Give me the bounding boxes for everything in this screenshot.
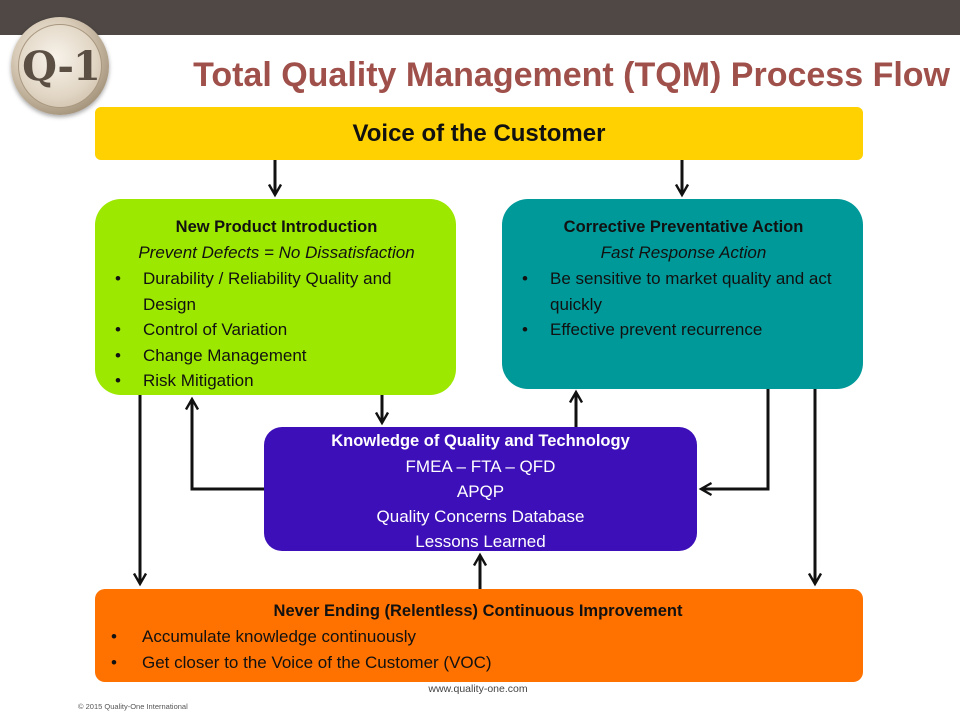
knowledge-line: FMEA – FTA – QFD bbox=[405, 457, 556, 476]
voice-of-customer-box: Voice of the Customer bbox=[95, 107, 863, 160]
improvement-heading: Never Ending (Relentless) Continuous Imp… bbox=[273, 602, 683, 620]
cpa-heading: Corrective Preventative Action bbox=[563, 218, 804, 236]
npi-heading: New Product Introduction bbox=[175, 218, 378, 236]
cpa-bullet-list: Be sensitive to market quality and act q… bbox=[520, 266, 847, 343]
improvement-bullet: Get closer to the Voice of the Customer … bbox=[109, 650, 847, 676]
knowledge-line: Lessons Learned bbox=[415, 532, 546, 551]
npi-bullet-list: Durability / Reliability Quality and Des… bbox=[113, 266, 440, 394]
cpa-bullet: Be sensitive to market quality and act q… bbox=[520, 266, 847, 317]
logo-text: Q-1 bbox=[22, 43, 101, 90]
npi-bullet: Change Management bbox=[113, 343, 440, 369]
knowledge-quality-technology-box: Knowledge of Quality and Technology FMEA… bbox=[264, 427, 697, 551]
new-product-introduction-box: New Product Introduction Prevent Defects… bbox=[95, 199, 456, 395]
top-bar bbox=[0, 0, 960, 35]
knowledge-line: Quality Concerns Database bbox=[376, 507, 585, 526]
corrective-preventative-action-box: Corrective Preventative Action Fast Resp… bbox=[502, 199, 863, 389]
knowledge-line: APQP bbox=[456, 482, 505, 501]
arrow-cpa-to-knowledge bbox=[698, 389, 770, 497]
npi-bullet: Control of Variation bbox=[113, 317, 440, 343]
npi-subtitle: Prevent Defects = No Dissatisfaction bbox=[138, 243, 415, 262]
cpa-subtitle: Fast Response Action bbox=[600, 243, 767, 262]
footer-url[interactable]: www.quality-one.com bbox=[428, 683, 528, 695]
npi-bullet: Durability / Reliability Quality and Des… bbox=[113, 266, 440, 317]
voice-of-customer-label: Voice of the Customer bbox=[352, 120, 606, 147]
npi-bullet: Risk Mitigation bbox=[113, 368, 440, 394]
improvement-bullet-list: Accumulate knowledge continuously Get cl… bbox=[109, 624, 847, 675]
page-title: Total Quality Management (TQM) Process F… bbox=[193, 56, 950, 94]
q1-logo: Q-1 bbox=[11, 17, 109, 115]
continuous-improvement-box: Never Ending (Relentless) Continuous Imp… bbox=[95, 589, 863, 682]
knowledge-heading: Knowledge of Quality and Technology bbox=[331, 432, 630, 450]
copyright-text: © 2015 Quality-One International bbox=[78, 702, 188, 711]
arrow-knowledge-to-npi bbox=[184, 396, 264, 491]
improvement-bullet: Accumulate knowledge continuously bbox=[109, 624, 847, 650]
cpa-bullet: Effective prevent recurrence bbox=[520, 317, 847, 343]
